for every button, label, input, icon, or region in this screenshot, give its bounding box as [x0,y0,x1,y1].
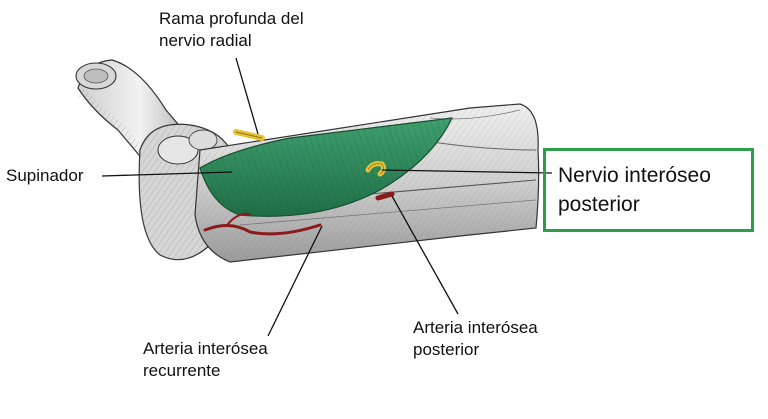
label-nervio-line2: posterior [558,193,640,216]
radial-nerve-deep-branch [233,129,265,141]
label-nervio-line1: Nervio interóseo [558,164,711,187]
interosseous-arteries [203,191,395,236]
label-rama-line2: nervio radial [159,31,252,50]
supinator-muscle [199,117,454,217]
label-art-rec-line1: Arteria interósea [143,339,268,358]
label-art-rec-line2: recurrente [143,361,221,380]
label-rama-line1: Rama profunda del [159,9,304,28]
leader-rama [235,57,259,135]
label-art-post-line2: posterior [413,340,480,359]
leader-arteria-recurrente [267,225,323,337]
highlight-box-posterior-interosseous-nerve: Nervio interóseo posterior [543,148,754,232]
label-art-post-line1: Arteria interósea [413,318,538,337]
leader-supinador [101,171,233,177]
posterior-interosseous-nerve [365,161,387,177]
leader-nervio [381,169,553,174]
label-posterior-interosseous-artery: Arteria interósea posterior [413,317,538,361]
label-deep-radial-branch: Rama profunda del nervio radial [159,8,304,52]
label-supinador-text: Supinador [6,166,84,185]
label-supinator: Supinador [6,165,84,187]
leader-arteria-posterior [391,195,459,315]
leader-lines [101,57,553,337]
label-recurrent-interosseous-artery: Arteria interósea recurrente [143,338,268,382]
